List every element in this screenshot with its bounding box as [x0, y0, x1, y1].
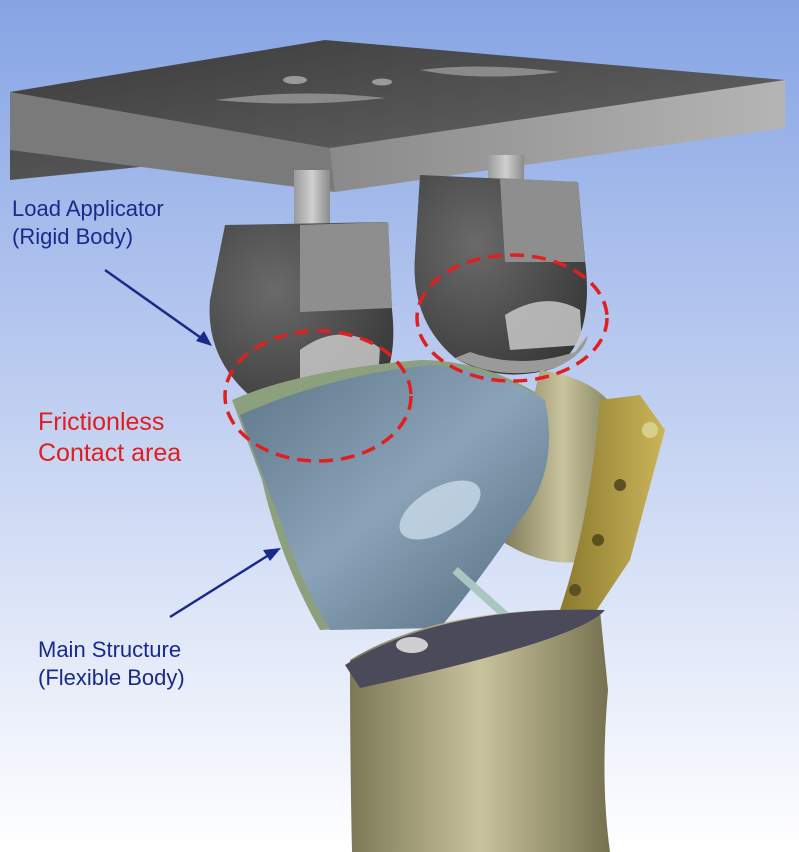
- arrow-load-applicator: [104, 268, 212, 346]
- rod-left: [294, 170, 330, 225]
- load-applicator-label: Load Applicator (Rigid Body): [12, 195, 164, 250]
- main-structure-flexible-body: [240, 365, 550, 630]
- contact-area-label: Frictionless Contact area: [38, 407, 181, 470]
- contact-area-circle-left: [223, 329, 413, 463]
- contact-area-label-line2: Contact area: [38, 439, 182, 468]
- top-plate: [10, 40, 785, 192]
- main-structure-label: Main Structure (Flexible Body): [38, 636, 185, 691]
- load-applicator-right: [414, 175, 588, 375]
- connecting-rod: [452, 567, 508, 618]
- pylon: [345, 609, 610, 852]
- main-structure-label-line1: Main Structure: [38, 637, 182, 662]
- arrow-main-structure: [169, 548, 281, 619]
- contact-area-label-line1: Frictionless: [38, 408, 165, 436]
- load-applicator-label-line1: Load Applicator: [12, 196, 164, 221]
- main-structure-label-line2: (Flexible Body): [38, 664, 185, 690]
- load-applicator-label-line2: (Rigid Body): [12, 223, 134, 249]
- contact-area-circle-right: [415, 253, 609, 383]
